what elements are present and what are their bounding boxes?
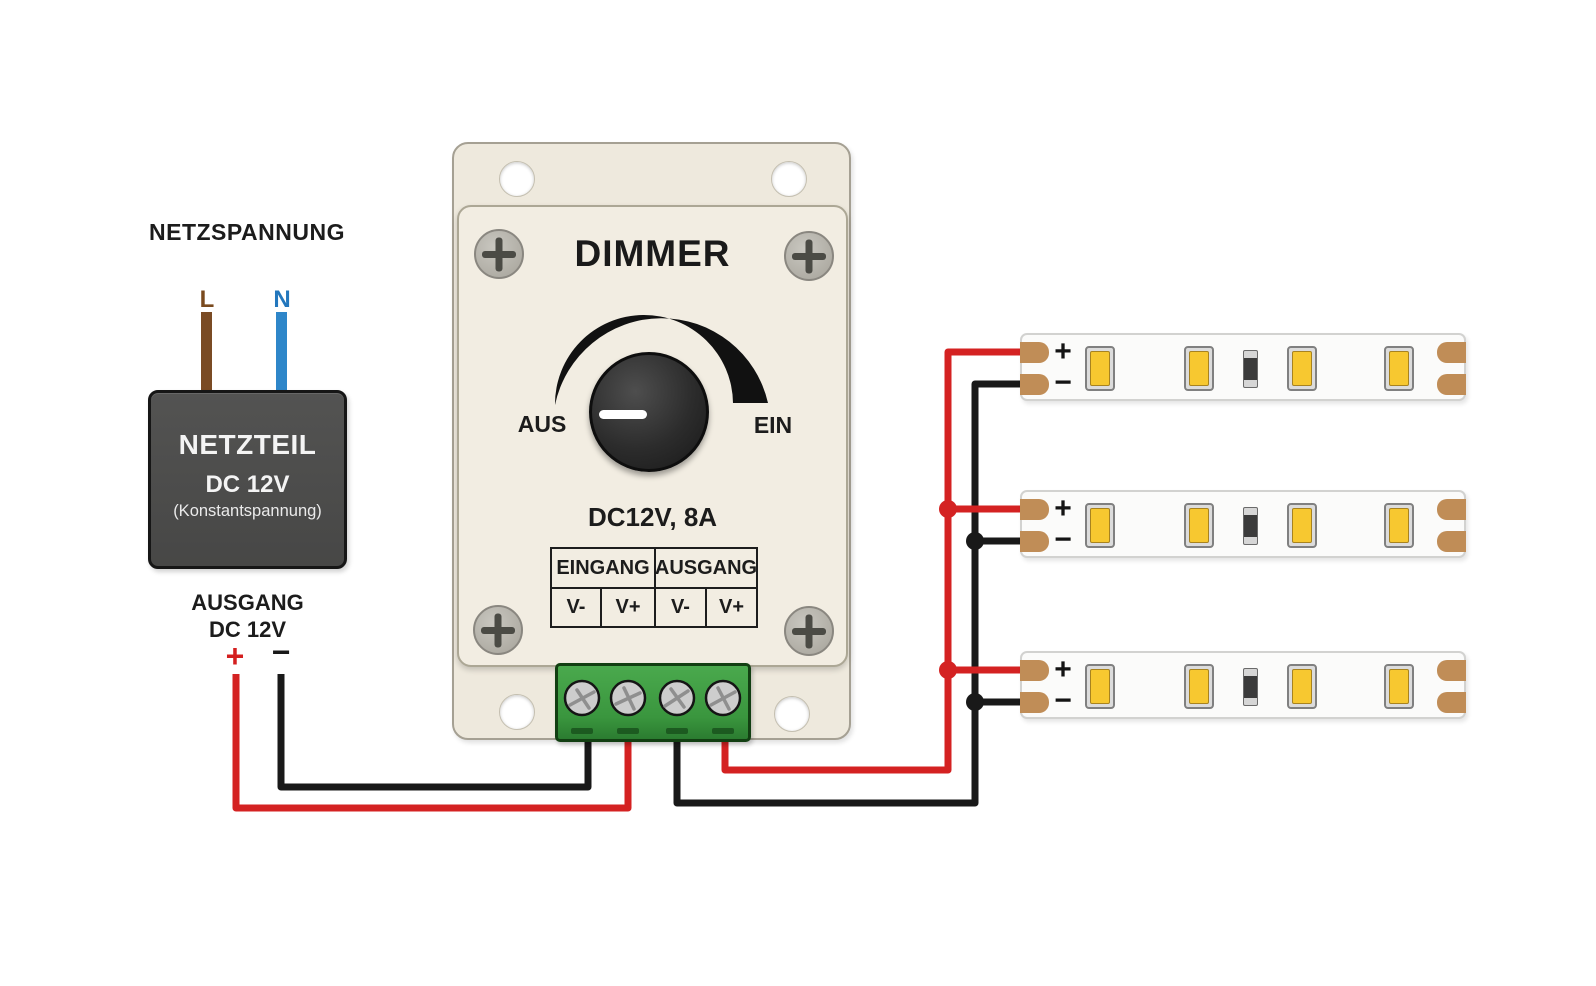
input-header-cell: EINGANG	[552, 549, 656, 589]
solder-pad-plus	[1020, 660, 1049, 681]
solder-pad-minus	[1020, 374, 1049, 395]
led-chip	[1085, 503, 1115, 548]
psu-minus-terminal: −	[271, 634, 291, 670]
neutral-wire-label: N	[273, 286, 291, 313]
live-wire-brown	[201, 312, 212, 392]
psu-plus-terminal: +	[225, 638, 245, 674]
wire-dimmer-vminus-to-strip1	[673, 380, 1022, 807]
solder-pad-right-bottom	[1437, 374, 1466, 395]
strip-minus-label: −	[1054, 523, 1072, 556]
wire-dimmer-vplus-to-strip1	[721, 348, 1022, 774]
led-strip-3: + −	[1020, 651, 1466, 719]
psu-name: NETZTEIL	[178, 429, 317, 460]
solder-pad-right-top	[1437, 342, 1466, 363]
wire-psu-plus-to-dimmer-vplus	[232, 674, 632, 812]
led-chip	[1384, 346, 1414, 391]
strip-minus-label: −	[1054, 684, 1072, 717]
case-screw-top-left	[474, 229, 524, 279]
scale-label-aus: AUS	[517, 411, 567, 437]
solder-pad-right-bottom	[1437, 531, 1466, 552]
led-chip	[1384, 503, 1414, 548]
terminal-table: EINGANG AUSGANG V- V+ V- V+	[550, 547, 758, 628]
mounting-hole-bottom-left	[499, 694, 535, 730]
led-chip	[1184, 346, 1214, 391]
solder-pad-plus	[1020, 342, 1049, 363]
cell-output-vminus: V-	[656, 589, 707, 626]
dial-arc	[554, 314, 768, 405]
led-chip	[1287, 346, 1317, 391]
mounting-hole-top-right	[771, 161, 807, 197]
led-chip	[1184, 503, 1214, 548]
led-strip-2: + −	[1020, 490, 1466, 558]
junction-minus-strip2	[966, 532, 984, 550]
case-screw-bottom-left	[473, 605, 523, 655]
led-chip	[1287, 664, 1317, 709]
led-strip-1: + −	[1020, 333, 1466, 401]
terminal-block	[555, 663, 751, 742]
cell-input-vplus: V+	[602, 589, 656, 626]
mains-voltage-title: NETZSPANNUNG	[149, 219, 345, 245]
dimmer-front-plate: DIMMER AUS EIN DC12V, 8A EINGANG AUSGANG…	[457, 205, 848, 667]
psu-voltage: DC 12V	[205, 471, 290, 498]
solder-pad-minus	[1020, 692, 1049, 713]
knob-indicator	[599, 410, 647, 419]
led-chip	[1287, 503, 1317, 548]
power-supply-box: NETZTEIL DC 12V (Konstantspannung)	[148, 390, 347, 569]
case-screw-top-right	[784, 231, 834, 281]
junction-minus-strip3	[966, 693, 984, 711]
psu-output-voltage: DC 12V	[208, 617, 287, 642]
wire-psu-minus-to-dimmer-vminus	[277, 674, 592, 791]
scale-label-ein: EIN	[753, 412, 793, 438]
strip-minus-label: −	[1054, 366, 1072, 399]
solder-pad-plus	[1020, 499, 1049, 520]
dimmer-knob[interactable]	[589, 352, 709, 472]
cell-input-vminus: V-	[552, 589, 602, 626]
psu-output-title: AUSGANG	[191, 590, 304, 615]
solder-pad-right-bottom	[1437, 692, 1466, 713]
junction-plus-strip3	[939, 661, 957, 679]
terminal-screws	[563, 679, 742, 734]
neutral-wire-blue	[276, 312, 287, 392]
psu-note: (Konstantspannung)	[173, 502, 322, 520]
resistor	[1243, 668, 1258, 706]
resistor	[1243, 507, 1258, 545]
psu-output-label: AUSGANG DC 12V	[148, 589, 347, 643]
led-chip	[1085, 346, 1115, 391]
led-chip	[1384, 664, 1414, 709]
mounting-hole-bottom-right	[774, 696, 810, 732]
led-chip	[1184, 664, 1214, 709]
cell-output-vplus: V+	[718, 596, 745, 618]
resistor	[1243, 350, 1258, 388]
led-chip	[1085, 664, 1115, 709]
output-header-cell: AUSGANG	[655, 549, 757, 589]
mounting-hole-top-left	[499, 161, 535, 197]
strip-plus-label: +	[1054, 335, 1072, 368]
dimmer-title: DIMMER	[574, 233, 731, 274]
strip-plus-label: +	[1054, 653, 1072, 686]
solder-pad-minus	[1020, 531, 1049, 552]
dimmer-rating: DC12V, 8A	[587, 502, 718, 532]
junction-plus-strip2	[939, 500, 957, 518]
solder-pad-right-top	[1437, 660, 1466, 681]
case-screw-bottom-right	[784, 606, 834, 656]
line-wire-label: L	[199, 286, 215, 313]
strip-plus-label: +	[1054, 492, 1072, 525]
solder-pad-right-top	[1437, 499, 1466, 520]
